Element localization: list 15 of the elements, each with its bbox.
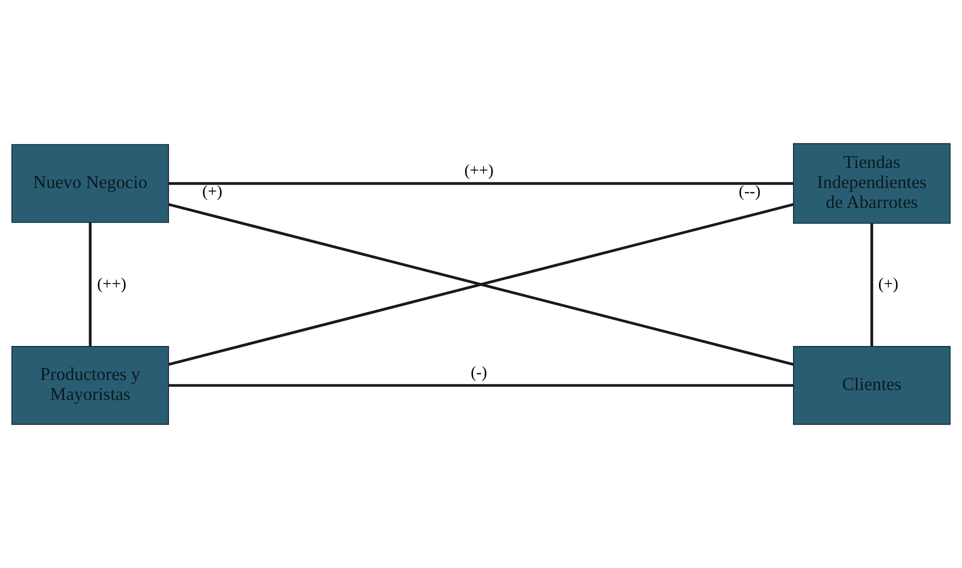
edge-label: (++)	[464, 160, 494, 180]
connector	[168, 384, 794, 387]
connector	[168, 203, 794, 366]
edge-label: (+)	[878, 274, 898, 293]
node-box: Nuevo Negocio	[11, 144, 169, 223]
edge-label: (+)	[202, 181, 222, 200]
node-box: Tiendas Independientes de Abarrotes	[793, 143, 951, 224]
node-box: Clientes	[793, 346, 951, 425]
edge-label: (++)	[97, 274, 126, 293]
node-box: Productores y Mayoristas	[11, 346, 169, 425]
edge-label: (--)	[738, 181, 761, 200]
connector	[88, 222, 92, 346]
edge-label: (-)	[470, 362, 488, 382]
connector	[870, 223, 874, 346]
connector	[168, 182, 794, 185]
